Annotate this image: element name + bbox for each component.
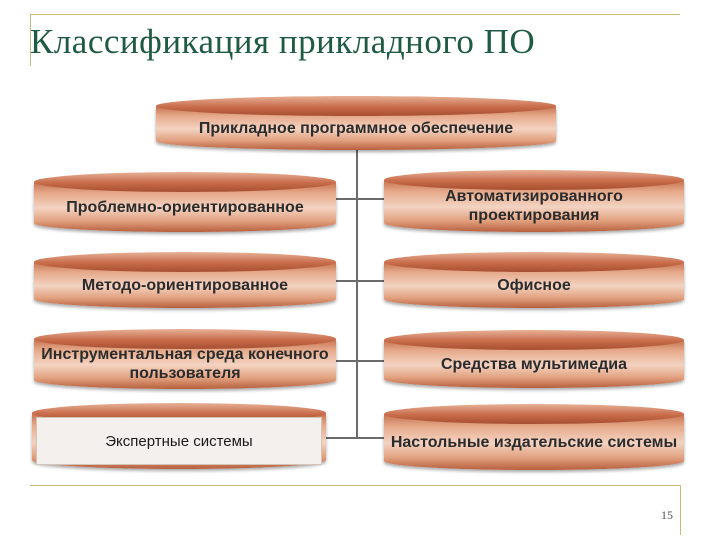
node-left-4: Экспертные системы bbox=[32, 403, 326, 469]
node-right-1-label: Автоматизированного проектирования bbox=[445, 188, 623, 224]
node-root: Прикладное программное обеспечение bbox=[156, 96, 556, 150]
node-root-label: Прикладное программное обеспечение bbox=[198, 119, 514, 137]
node-left-1: Проблемно-ориентированное bbox=[34, 172, 336, 232]
connector-left-4 bbox=[326, 437, 384, 439]
node-left-4-label: Экспертные системы bbox=[105, 432, 253, 450]
connector-left-1 bbox=[336, 198, 384, 200]
connector-left-3 bbox=[336, 360, 384, 362]
node-right-2: Офисное bbox=[384, 252, 684, 308]
node-right-1: Автоматизированного проектирования bbox=[384, 170, 684, 232]
frame-top-line bbox=[30, 14, 680, 15]
connector-trunk bbox=[356, 150, 358, 438]
frame-left-line bbox=[30, 14, 31, 66]
connector-left-2 bbox=[336, 280, 384, 282]
node-left-2: Методо-ориентированное bbox=[34, 252, 336, 308]
page-number: 15 bbox=[661, 508, 673, 522]
frame-right-line bbox=[680, 485, 681, 535]
node-left-2-label: Методо-ориентированное bbox=[81, 276, 289, 294]
slide-title: Классификация прикладного ПО bbox=[30, 22, 536, 61]
node-right-3: Средства мультимедиа bbox=[384, 330, 684, 388]
node-left-3-label: Инструментальная среда конечного пользов… bbox=[41, 346, 329, 382]
node-left-3: Инструментальная среда конечного пользов… bbox=[34, 329, 336, 389]
frame-bottom-line bbox=[30, 485, 680, 486]
node-left-1-label: Проблемно-ориентированное bbox=[66, 198, 304, 216]
node-right-2-label: Офисное bbox=[497, 276, 571, 294]
node-right-4: Настольные издательские системы bbox=[384, 404, 684, 470]
node-right-4-label: Настольные издательские системы bbox=[390, 433, 678, 451]
node-right-3-label: Средства мультимедиа bbox=[440, 355, 628, 373]
